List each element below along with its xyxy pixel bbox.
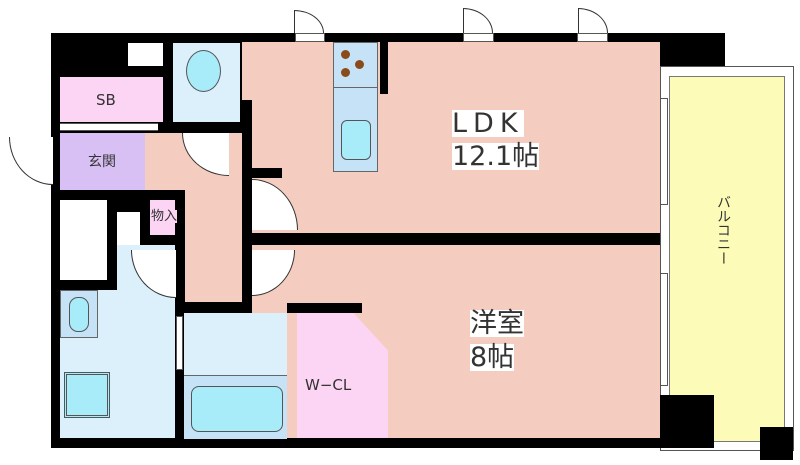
wall <box>380 42 388 94</box>
toilet-icon <box>186 50 221 92</box>
pillar <box>660 395 714 448</box>
hallway <box>185 190 242 302</box>
western-room-size: 8帖 <box>470 342 515 373</box>
closet <box>60 200 107 280</box>
shaft <box>117 212 140 245</box>
pillar <box>760 427 793 460</box>
bathroom-door[interactable] <box>176 316 183 370</box>
shaft <box>128 43 163 66</box>
balcony-window[interactable] <box>660 273 668 386</box>
wall <box>252 168 282 178</box>
genkan-label: 玄関 <box>88 154 116 170</box>
wall <box>287 303 362 313</box>
ldk-room <box>242 42 660 233</box>
window <box>577 33 608 42</box>
sink-icon <box>69 297 89 332</box>
balcony-label: バルコニー <box>715 195 731 265</box>
washing-machine-pan <box>64 372 110 418</box>
ldk-size: 12.1帖 <box>452 141 540 172</box>
window-door[interactable] <box>578 8 608 33</box>
kitchen-sink <box>341 120 371 160</box>
bathtub <box>191 386 283 432</box>
wcl-label: W−CL <box>305 376 352 394</box>
burner-icon <box>341 50 350 59</box>
entrance-door[interactable] <box>9 137 53 185</box>
sb-label: SB <box>96 91 116 109</box>
burner-icon <box>355 60 364 69</box>
balcony-window[interactable] <box>660 98 668 205</box>
window-door[interactable] <box>294 10 324 33</box>
burner-icon <box>341 68 350 77</box>
window-door[interactable] <box>463 8 493 33</box>
wall <box>242 100 252 233</box>
stove <box>333 42 378 88</box>
storage-label: 物入 <box>151 209 178 224</box>
window <box>463 33 494 42</box>
ldk-label: LDK <box>452 108 524 139</box>
window <box>295 33 325 42</box>
sliding-door[interactable] <box>60 123 158 131</box>
western-room-label: 洋室 <box>470 308 524 339</box>
